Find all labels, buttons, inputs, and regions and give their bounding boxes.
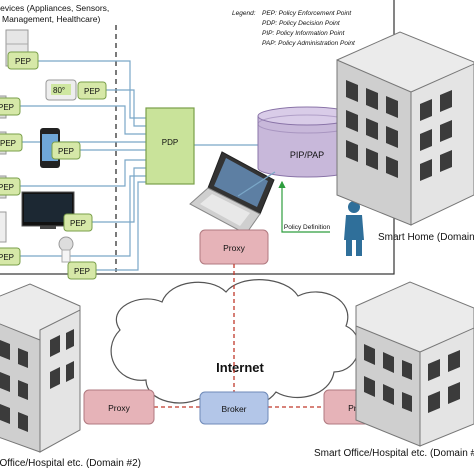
pep-label: PEP [0,183,14,192]
laptop-icon [189,151,275,235]
pep-box: PEP [0,133,23,152]
pep-box: PEP [0,97,21,116]
pep-box: PEP [0,247,21,266]
pdp-label: PDP [162,138,178,147]
pep-box: PEP [67,261,97,280]
pep-box: PEP [7,51,39,70]
devices-heading-line1: Devices (Appliances, Sensors, [0,3,109,13]
policy-definition-arrow [278,180,330,233]
pep-box: PEP [51,141,81,160]
pip-pap-database: PIP/PAP [257,106,357,178]
domain3-label: Smart Office/Hospital etc. (Domain #3) [314,448,474,459]
thermostat-icon: 80° [45,79,77,101]
pip-pap-label: PIP/PAP [290,150,324,160]
pdp-box: PDP [145,107,195,185]
broker-label: Broker [221,404,246,414]
device-wires [20,60,260,271]
proxy-box-domain2: Proxy [83,389,155,425]
pep-label: PEP [74,267,90,276]
lightbulb-icon [58,236,74,263]
pep-label: PEP [0,103,14,112]
pep-label: PEP [58,147,74,156]
domain3-building-icon [355,281,474,447]
laptop-to-pip-wire [237,171,276,197]
proxy-label: Proxy [223,243,245,253]
pep-label: PEP [70,219,86,228]
legend-item-pep: PEP: Policy Enforcement Point [262,10,352,17]
pep-label: PEP [15,57,31,66]
legend: Legend: PEP: Policy Enforcement Point PD… [232,10,356,47]
smart-home-label: Smart Home (Domain #1) [378,232,474,243]
legend-item-pip: PIP: Policy Information Point [262,30,346,37]
legend-title: Legend: [232,10,256,17]
pep-box: PEP [63,213,93,232]
pep-label: PEP [84,87,100,96]
internet-cloud-icon [110,279,360,409]
thermostat-readout: 80° [53,86,65,95]
broker-box: Broker [199,391,269,425]
legend-item-pdp: PDP: Policy Decision Point [262,20,341,27]
pep-label: PEP [0,139,16,148]
smart-home-building-icon [336,31,474,226]
policy-definition-label: Policy Definition [284,224,331,231]
pep-box: PEP [77,81,107,100]
proxy-box-domain1: Proxy [199,229,269,265]
appliance-partial-icon [0,95,7,243]
domain2-label: Smart Office/Hospital etc. (Domain #2) [0,458,141,469]
internet-links [154,264,324,408]
legend-item-pap: PAP: Policy Administration Point [262,40,356,47]
proxy-label: Proxy [108,403,130,413]
pep-label: PEP [0,253,14,262]
administrator-person-icon [344,201,364,256]
pep-box: PEP [0,177,21,196]
domain2-building-icon [0,283,81,453]
internet-label: Internet [216,360,264,375]
devices-heading-line2: Management, Healthcare) [2,14,100,24]
